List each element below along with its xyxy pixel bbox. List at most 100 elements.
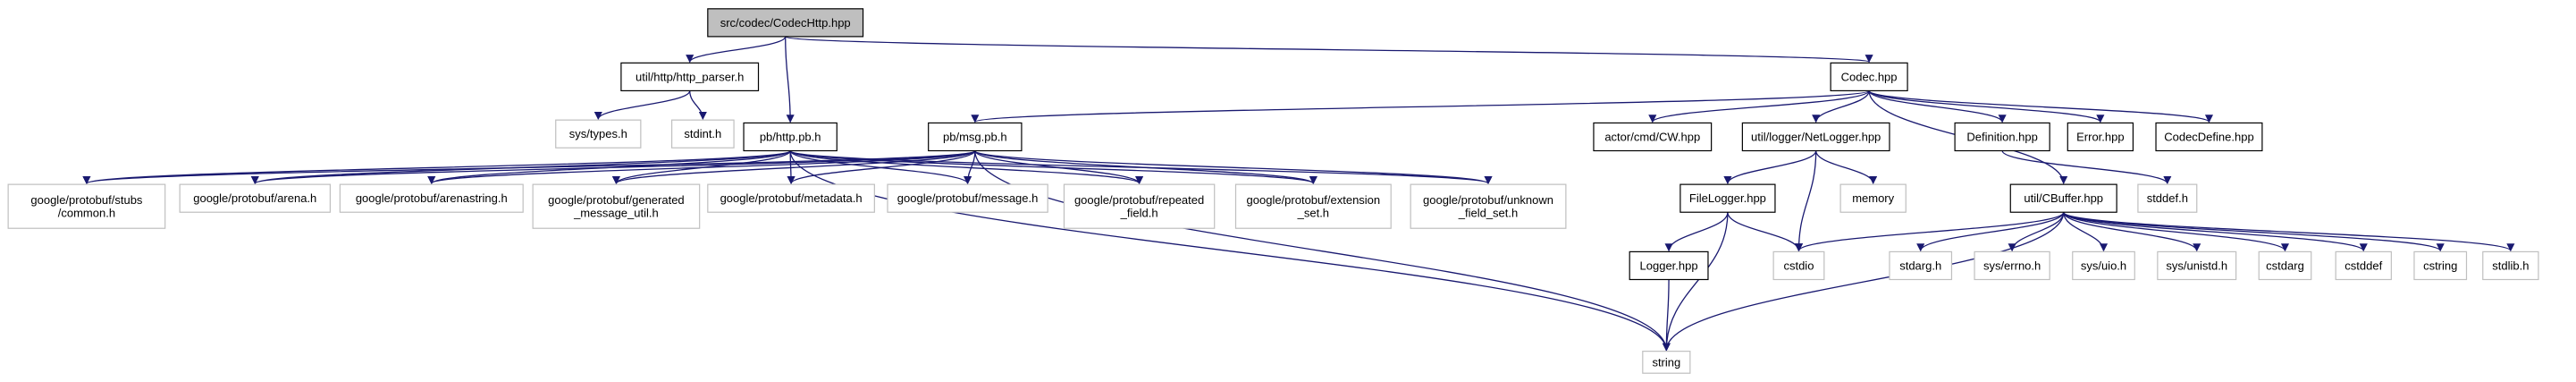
node-label: cstddef (2344, 259, 2382, 272)
node-box (1593, 122, 1713, 152)
edge-msg-pb-to-metadata (787, 149, 976, 185)
node-codecdefine[interactable]: CodecDefine.hpp (2155, 122, 2263, 152)
node-label: string (1652, 355, 1680, 369)
edge-netlogger-to-cstdio (1794, 150, 1817, 252)
node-error[interactable]: Error.hpp (2067, 122, 2134, 152)
edge-http-pb-to-extension-set (789, 149, 1317, 185)
node-label: pb/http.pb.h (760, 130, 821, 143)
edge-codec-to-codecdefine (1868, 89, 2213, 123)
node-box (1839, 183, 1907, 213)
node-cstdio: cstdio (1772, 250, 1825, 281)
node-label: stddef.h (2147, 191, 2188, 205)
edge-http-pb-to-repeated-field (789, 149, 1143, 185)
node-label: /common.h (58, 206, 115, 219)
node-cw[interactable]: actor/cmd/CW.hpp (1593, 122, 1713, 152)
node-label: sys/unistd.h (2166, 259, 2227, 272)
node-box (1741, 122, 1890, 152)
edge-cbuffer-to-unistd-h (2063, 211, 2201, 252)
node-label: _set.h (1297, 206, 1329, 219)
node-label: Codec.hpp (1841, 70, 1898, 83)
node-logger[interactable]: Logger.hpp (1629, 250, 1709, 281)
edge-http-parser-to-sys-types (593, 90, 691, 121)
node-definition[interactable]: Definition.hpp (1954, 122, 2050, 152)
edge-logger-to-string (1662, 279, 1671, 352)
node-string: string (1642, 351, 1691, 374)
node-gen-msg-util: google/protobuf/generated_message_util.h (532, 183, 701, 229)
node-label: Error.hpp (2076, 130, 2124, 143)
edge-codec-to-cw (1648, 89, 1870, 123)
node-label: google/protobuf/unknown (1423, 193, 1553, 207)
edge-definition-to-stddef-h (2001, 150, 2172, 185)
node-label: google/protobuf/arena.h (193, 191, 316, 205)
node-arena: google/protobuf/arena.h (179, 183, 331, 213)
node-sys-types: sys/types.h (555, 119, 642, 149)
edge-cbuffer-to-string (1662, 212, 2065, 352)
node-box (707, 8, 864, 38)
node-box (2067, 122, 2134, 152)
edge-http-pb-to-string (789, 150, 1671, 352)
node-box (670, 119, 735, 149)
node-box (2335, 250, 2392, 281)
node-codec[interactable]: Codec.hpp (1830, 62, 1908, 92)
node-root[interactable]: src/codec/CodecHttp.hpp (707, 8, 864, 38)
node-label: _message_util.h (573, 206, 659, 219)
edge-filelogger-to-string (1662, 212, 1729, 352)
edge-http-pb-to-stubs-common (82, 149, 791, 185)
edge-netlogger-to-filelogger (1723, 150, 1817, 185)
node-label: util/CBuffer.hpp (2024, 191, 2103, 205)
node-box (1954, 122, 2050, 152)
node-memory: memory (1839, 183, 1907, 213)
node-arenastring: google/protobuf/arenastring.h (339, 183, 524, 213)
edge-cbuffer-to-stdlib-h (2063, 211, 2515, 252)
node-stdint: stdint.h (670, 119, 735, 149)
node-netlogger[interactable]: util/logger/NetLogger.hpp (1741, 122, 1890, 152)
node-label: google/protobuf/generated (548, 193, 685, 207)
node-box (887, 183, 1048, 213)
node-label: FileLogger.hpp (1689, 191, 1766, 205)
node-label: cstring (2423, 259, 2457, 272)
node-filelogger[interactable]: FileLogger.hpp (1679, 183, 1776, 213)
node-label: Logger.hpp (1640, 259, 1698, 272)
edge-cbuffer-to-uio-h (2063, 212, 2109, 252)
edge-root-to-codec (785, 36, 1873, 64)
edge-filelogger-to-cstdio (1727, 212, 1803, 252)
node-msg-pb[interactable]: pb/msg.pb.h (928, 122, 1023, 152)
node-box (7, 183, 166, 229)
nodes-layer: src/codec/CodecHttp.hpp util/http/http_pa… (7, 8, 2539, 374)
node-cbuffer[interactable]: util/CBuffer.hpp (2009, 183, 2117, 213)
edge-msg-pb-to-arenastring (427, 149, 976, 185)
node-stddef-h: stddef.h (2137, 183, 2198, 213)
node-metadata: google/protobuf/metadata.h (707, 183, 875, 213)
node-label: src/codec/CodecHttp.hpp (720, 16, 851, 30)
node-stdlib-h: stdlib.h (2482, 250, 2539, 281)
node-box (1772, 250, 1825, 281)
node-http-parser[interactable]: util/http/http_parser.h (620, 62, 760, 92)
node-label: sys/types.h (569, 127, 627, 140)
node-box (1679, 183, 1776, 213)
node-box (1410, 183, 1567, 229)
node-label: cstdarg (2266, 259, 2304, 272)
edge-msg-pb-to-stubs-common (82, 149, 976, 185)
edge-codec-to-netlogger (1812, 90, 1870, 123)
node-cstddef: cstddef (2335, 250, 2392, 281)
node-box (2009, 183, 2117, 213)
node-box (2137, 183, 2198, 213)
edge-cbuffer-to-cstddef (2063, 211, 2368, 252)
node-box (2157, 250, 2237, 281)
node-label: util/http/http_parser.h (636, 70, 744, 83)
node-label: memory (1852, 191, 1894, 205)
edge-msg-pb-to-extension-set (974, 149, 1317, 185)
node-box (1974, 250, 2050, 281)
node-label: google/protobuf/metadata.h (720, 191, 863, 205)
node-box (1063, 183, 1216, 229)
node-box (2258, 250, 2312, 281)
node-label: sys/uio.h (2081, 259, 2126, 272)
node-box (707, 183, 875, 213)
node-cstring: cstring (2413, 250, 2468, 281)
node-message: google/protobuf/message.h (887, 183, 1048, 213)
node-label: google/protobuf/stubs (30, 193, 143, 207)
edges-layer (82, 36, 2515, 352)
node-stdarg-h: stdarg.h (1889, 250, 1953, 281)
node-label: stdarg.h (1899, 259, 1941, 272)
node-http-pb[interactable]: pb/http.pb.h (743, 122, 838, 152)
